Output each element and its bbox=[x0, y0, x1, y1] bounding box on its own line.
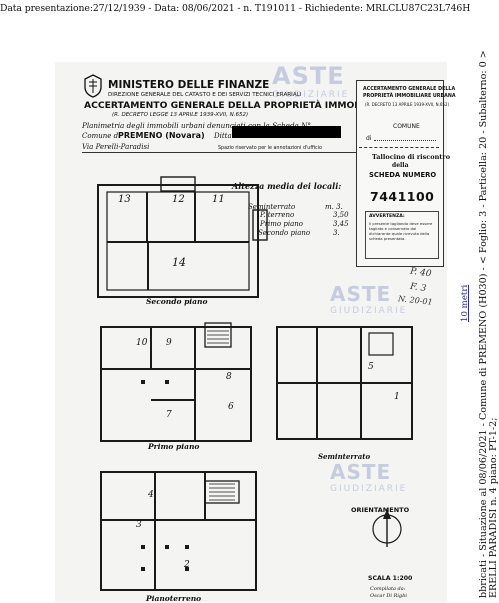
room-number: 2 bbox=[184, 560, 190, 570]
height-row-label: Seminterrato bbox=[248, 203, 296, 211]
comune-value: PREMENO (Novara) bbox=[118, 131, 205, 140]
compilatore-name: Oscar Di Rigbi bbox=[370, 593, 407, 599]
watermark-brand: ASTE bbox=[330, 460, 392, 484]
floor-label-seminterrato: Seminterrato bbox=[318, 452, 371, 461]
decree-line: (R. DECRETO LEGGE 13 APRILE 1939-XVII, N… bbox=[112, 112, 249, 118]
ticket-header-1: ACCERTAMENTO GENERALE DELLA bbox=[363, 87, 456, 92]
room-number: 12 bbox=[172, 194, 185, 205]
room-number: 8 bbox=[226, 372, 232, 382]
document-header-line: Data presentazione:27/12/1939 - Data: 08… bbox=[0, 3, 471, 14]
ditta-label: Ditta bbox=[214, 132, 232, 140]
ticket-tagliando-2: della bbox=[392, 162, 409, 169]
room-number: 10 bbox=[136, 338, 148, 348]
ticket-cut-line bbox=[359, 147, 439, 148]
comune-label: Comune di bbox=[82, 132, 121, 140]
floor-plans-drawing bbox=[97, 176, 413, 591]
header-divider bbox=[82, 152, 357, 153]
floor-label-primo: Primo piano bbox=[148, 442, 200, 451]
height-row-value: 3. bbox=[333, 229, 340, 237]
state-emblem-icon bbox=[84, 74, 102, 98]
direction-line: DIREZIONE GENERALE DEL CATASTO E DEI SER… bbox=[108, 92, 302, 98]
ticket-di-label: di bbox=[366, 135, 372, 142]
watermark-brand: ASTE bbox=[272, 62, 345, 90]
ticket-comune-label: COMUNE bbox=[393, 123, 420, 130]
watermark-sub: GIUDIZIARIE bbox=[330, 306, 408, 316]
ticket-tagliando-1: Tallocino di riscontro bbox=[372, 153, 451, 161]
ticket-dotted-line bbox=[374, 140, 436, 141]
room-number: 1 bbox=[394, 392, 400, 402]
floor-label-terreno: Pianoterreno bbox=[146, 594, 202, 603]
via-value: Via Perelli-Paradisi bbox=[82, 143, 150, 151]
room-number: 6 bbox=[228, 402, 234, 412]
height-row-label: P. terreno bbox=[260, 211, 295, 219]
room-number: 7 bbox=[166, 410, 172, 420]
room-number: 3 bbox=[136, 520, 142, 530]
height-row-value: 3,50 bbox=[333, 211, 349, 219]
document-subtitle: Planimetria degli immobili urbani denunc… bbox=[82, 121, 311, 130]
ticket-scheda-label: SCHEDA NUMERO bbox=[369, 171, 437, 179]
ticket-header-2: PROPRIETÀ IMMOBILIARE URBANA bbox=[363, 94, 456, 99]
ticket-stub bbox=[356, 80, 444, 267]
ticket-avvertenza-title: AVVERTENZA: bbox=[369, 214, 405, 219]
watermark-brand: ASTE bbox=[330, 282, 392, 306]
ticket-avvertenza-box bbox=[365, 211, 439, 259]
height-row-value: 3,45 bbox=[333, 220, 349, 228]
heights-title: Altezza media dei locali: bbox=[232, 181, 342, 191]
office-note: Spazio riservato per le annotazioni d'uf… bbox=[218, 146, 322, 151]
scale-link[interactable]: 10 metri bbox=[460, 284, 470, 322]
room-number: 4 bbox=[148, 490, 154, 500]
ticket-avvertenza-text: Il presente tagliando deve essere taglia… bbox=[369, 221, 433, 241]
redaction-bar bbox=[232, 126, 341, 138]
watermark-sub: GIUDIZIARIE bbox=[330, 484, 408, 494]
room-number: 11 bbox=[212, 194, 225, 205]
height-row-label: Secondo piano bbox=[258, 229, 311, 237]
side-address-line: ERELLI PARADISI n. 4 piano: PT-1-2; bbox=[488, 417, 499, 599]
ticket-scheda-number: 7441100 bbox=[370, 189, 435, 204]
height-row-label: Primo piano bbox=[260, 220, 303, 228]
scale-label: SCALA 1:200 bbox=[368, 575, 413, 582]
ministry-title: MINISTERO DELLE FINANZE bbox=[108, 79, 270, 91]
ticket-decree: (R. DECRETO 13 APRILE 1939-XVII, N.652) bbox=[365, 102, 450, 107]
floor-label-secondo: Secondo piano bbox=[146, 297, 208, 306]
orientamento-label: ORIENTAMENTO bbox=[351, 506, 410, 514]
room-number: 5 bbox=[368, 362, 374, 372]
room-number: 13 bbox=[118, 194, 131, 205]
room-number: 14 bbox=[172, 256, 186, 269]
compilata-label: Compilata da: bbox=[370, 586, 406, 592]
document-title: ACCERTAMENTO GENERALE DELLA PROPRIETÀ IM… bbox=[84, 100, 442, 111]
height-row-value: m. 3. bbox=[325, 203, 343, 211]
watermark-sub: GIUDIZIARIE bbox=[272, 90, 350, 100]
room-number: 9 bbox=[166, 338, 172, 348]
